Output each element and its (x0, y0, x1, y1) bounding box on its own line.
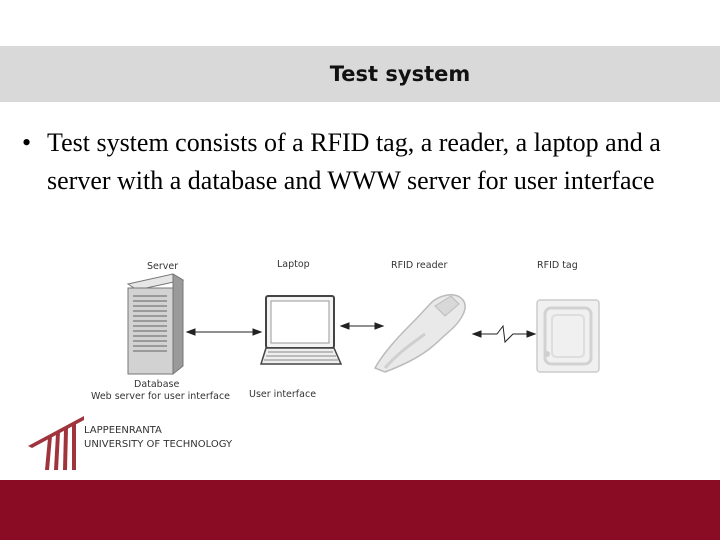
laptop-label: Laptop (277, 259, 310, 270)
logo-line-2: UNIVERSITY OF TECHNOLOGY (84, 439, 233, 450)
laptop-reader-arrow (339, 322, 385, 330)
logo-line-1: LAPPEENRANTA (84, 425, 162, 436)
footer-bar (0, 480, 720, 540)
rfid-reader-label: RFID reader (391, 260, 447, 271)
laptop-icon (259, 295, 343, 365)
server-icon (126, 273, 185, 376)
web-server-caption: Web server for user interface (91, 391, 230, 402)
rfid-tag-icon (536, 299, 600, 373)
server-label: Server (147, 261, 178, 272)
wireless-link-arrow (471, 324, 537, 344)
test-system-diagram: Server Laptop RFID reader RFID tag Datab… (91, 259, 600, 402)
university-logo-icon (28, 416, 84, 470)
bullet-icon: • (22, 128, 32, 157)
university-logo-text: LAPPEENRANTA UNIVERSITY OF TECHNOLOGY (84, 425, 233, 450)
rfid-tag-label: RFID tag (537, 260, 578, 271)
rfid-reader-icon (373, 294, 466, 373)
bullet-text: Test system consists of a RFID tag, a re… (47, 128, 661, 195)
server-laptop-arrow (185, 328, 263, 336)
title-bar (0, 46, 720, 102)
user-interface-caption: User interface (249, 389, 316, 400)
database-caption: Database (134, 379, 179, 390)
slide-title: Test system (329, 62, 471, 86)
